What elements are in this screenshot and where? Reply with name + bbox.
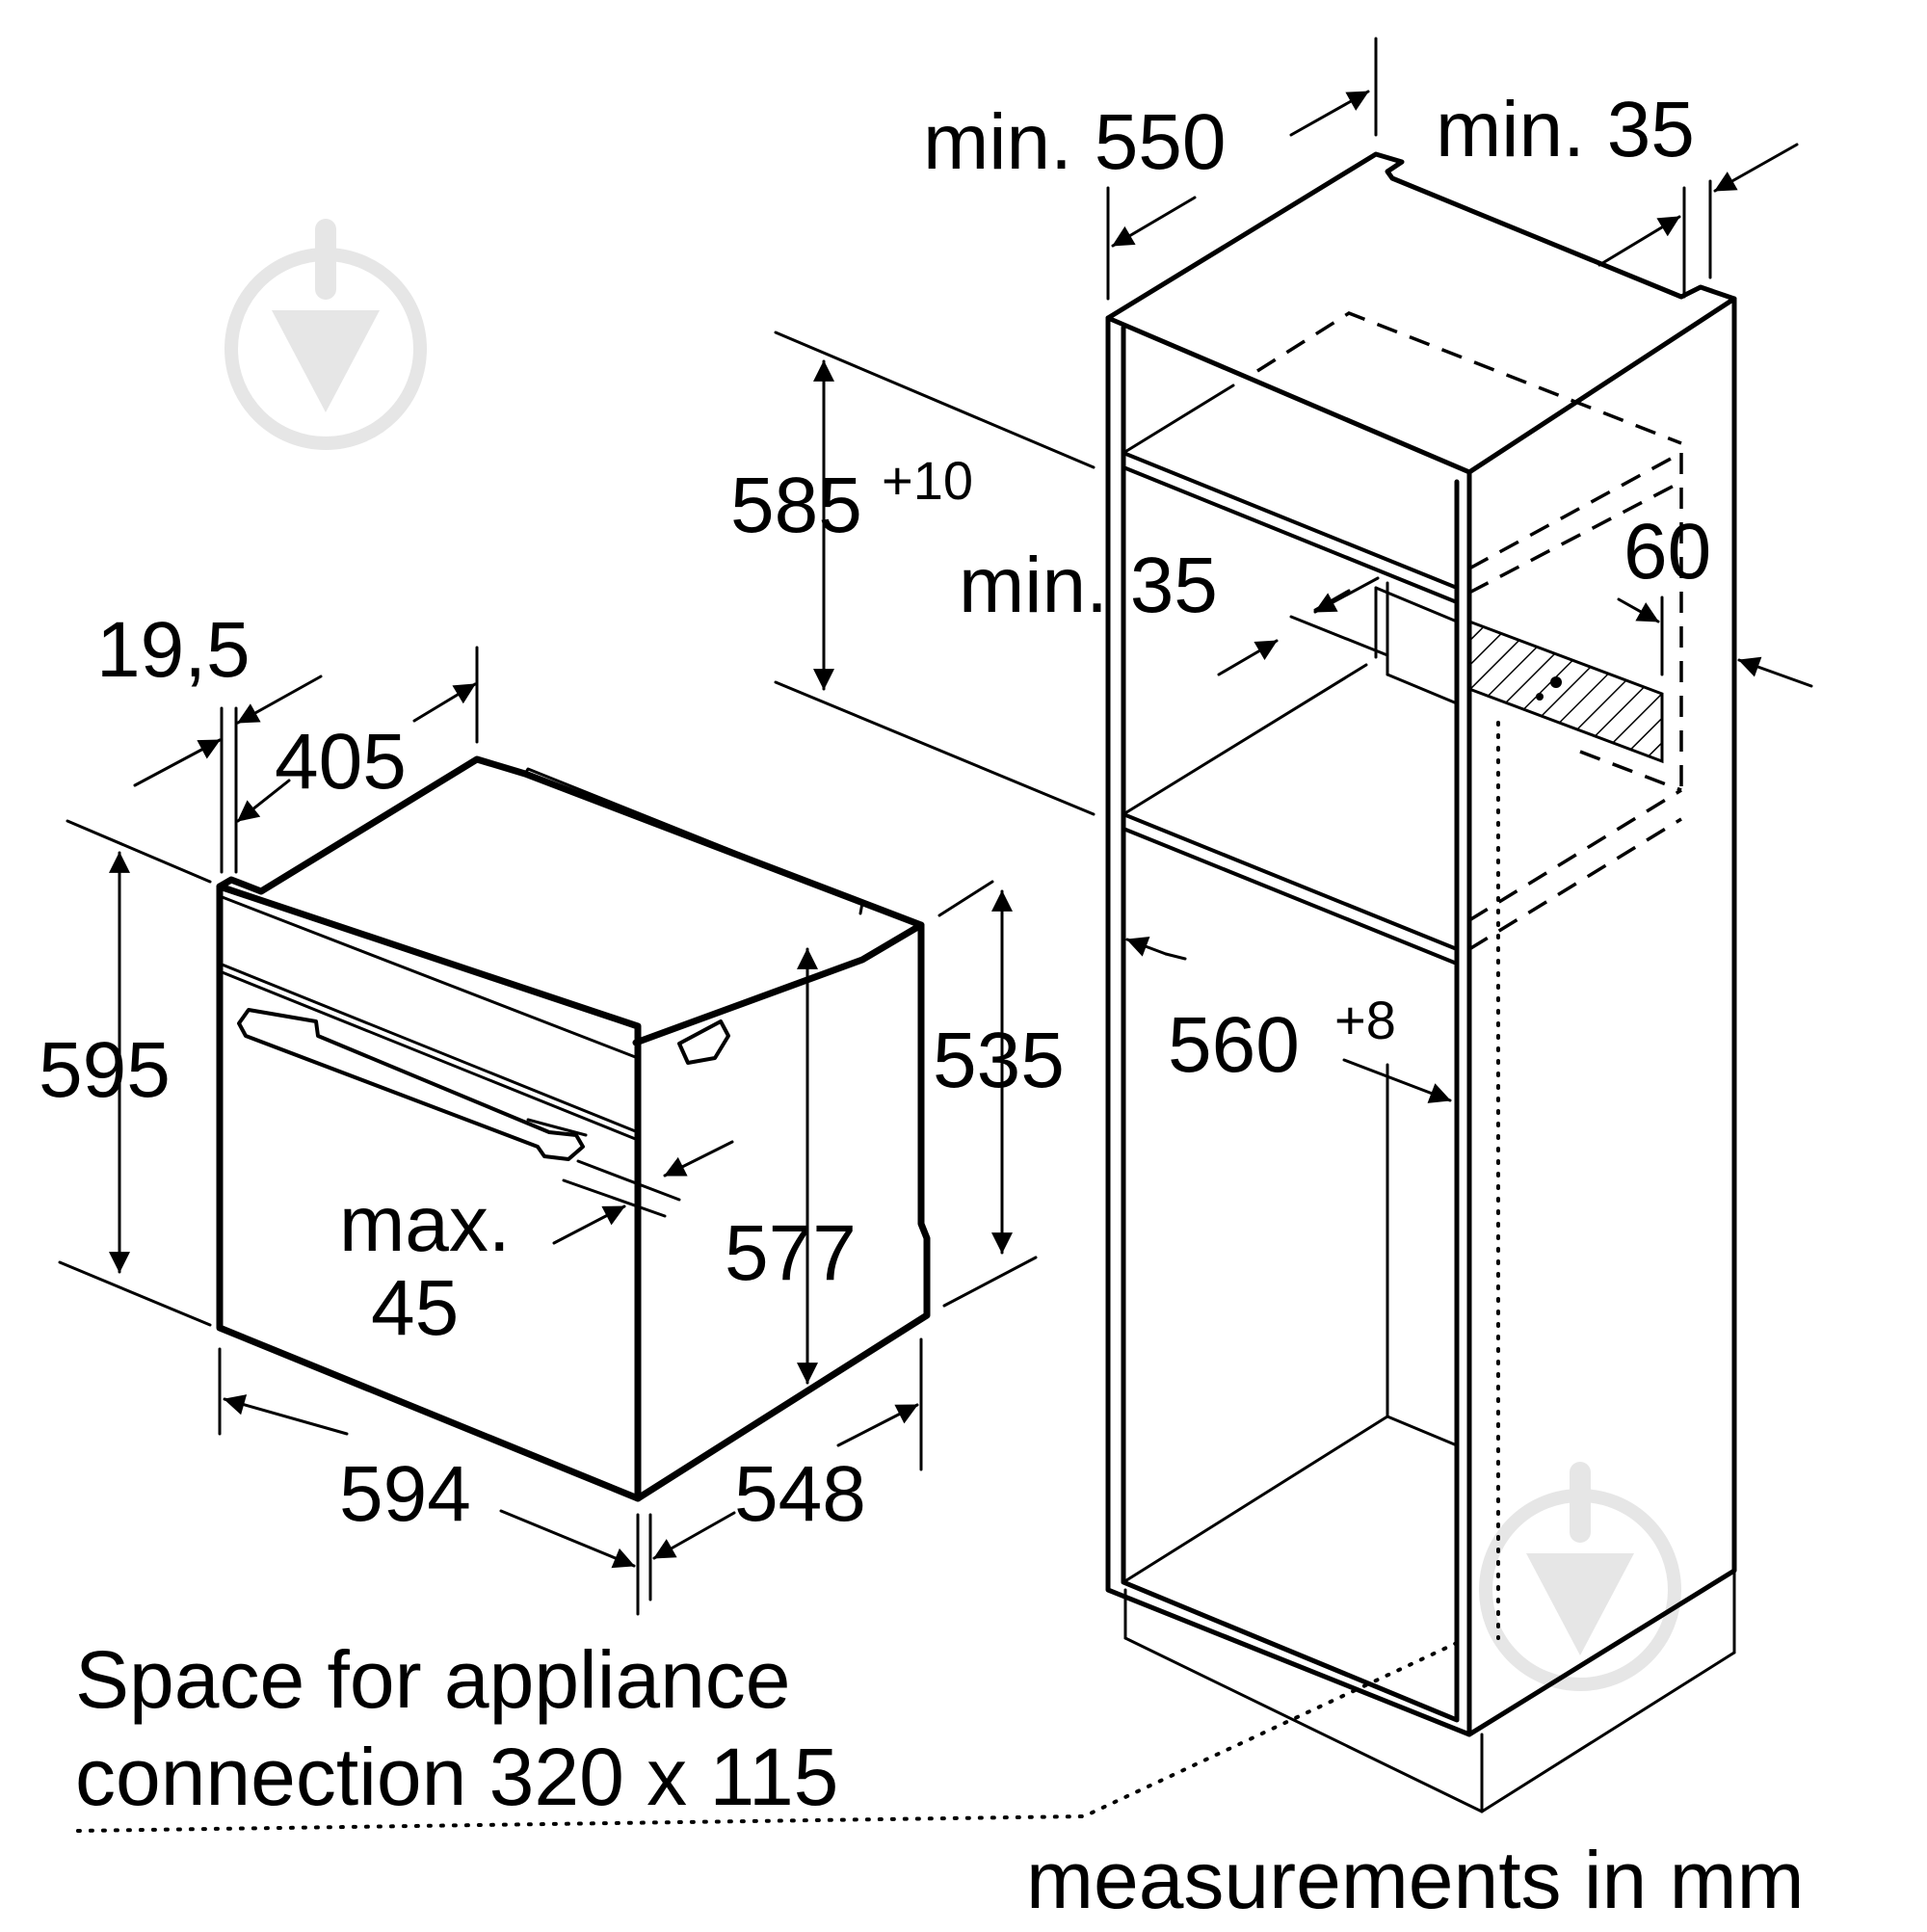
note-line-1: Space for appliance: [75, 1634, 791, 1725]
label-rear-gap: 60: [1623, 508, 1711, 595]
watermark-logo-icon: [224, 219, 427, 450]
label-shelf-gap: min. 35: [959, 542, 1218, 629]
label-top-gap: min. 35: [1436, 86, 1695, 173]
labels: 19,5 405 595 535 577 max. 45 594 548 min…: [39, 86, 1805, 1925]
label-niche-height: 585: [730, 462, 862, 549]
appliance-dimensions: [58, 646, 1038, 1616]
appliance-drawing: [216, 755, 931, 1502]
label-handle-max-value: 45: [371, 1264, 459, 1352]
note-line-2: connection 320 x 115: [75, 1732, 838, 1822]
label-niche-height-tol: +10: [882, 450, 973, 511]
watermark-logo-icon: [1479, 1462, 1681, 1691]
cabinet-drawing: [75, 151, 1737, 1833]
label-niche-width-tol: +8: [1334, 990, 1396, 1050]
label-handle-max: max.: [339, 1180, 511, 1268]
units-note: measurements in mm: [1026, 1835, 1805, 1925]
label-body-height: 535: [933, 1017, 1065, 1104]
label-width: 594: [339, 1450, 471, 1538]
label-top-depth: 405: [275, 718, 407, 806]
label-niche-width: 560: [1168, 1001, 1300, 1089]
cabinet-dimensions: [774, 37, 1813, 1103]
label-min-depth: min. 550: [923, 98, 1227, 186]
label-door-depth: 19,5: [96, 606, 251, 694]
label-height: 595: [39, 1026, 171, 1114]
label-depth: 548: [734, 1450, 866, 1538]
label-inner-height: 577: [725, 1209, 857, 1297]
